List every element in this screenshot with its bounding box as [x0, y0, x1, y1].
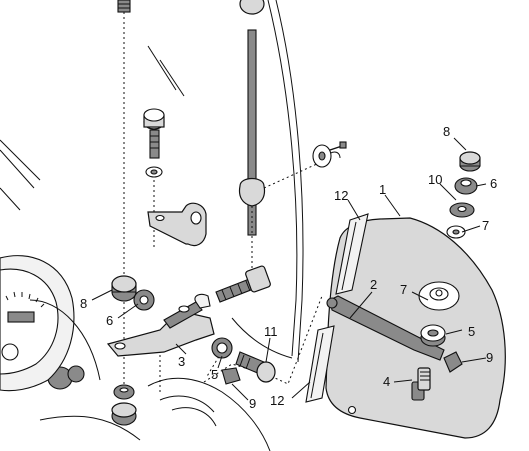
callout-3: 3	[178, 354, 185, 369]
l-bracket	[147, 202, 207, 247]
washer-10	[449, 202, 475, 218]
end-cap-9-center	[221, 367, 241, 385]
adjust-bolt	[215, 265, 271, 303]
washer-7-right	[446, 225, 466, 239]
callout-11: 11	[264, 324, 278, 339]
clamp-bracket	[106, 301, 215, 357]
callout-7-right: 7	[482, 218, 489, 233]
callout-12-lower: 12	[270, 393, 284, 408]
spacer-11	[235, 351, 276, 383]
end-cap-9	[443, 351, 463, 373]
trim-strip-lower	[305, 325, 335, 403]
nut-6-right	[454, 177, 478, 195]
bolt-4	[411, 367, 431, 401]
callout-4: 4	[383, 374, 390, 389]
top-bolt	[117, 0, 131, 13]
callout-6-left: 6	[106, 313, 113, 328]
callout-1: 1	[379, 182, 386, 197]
callout-6-right: 6	[490, 176, 497, 191]
callout-7-panel: 7	[400, 282, 407, 297]
stay-rod	[326, 295, 445, 361]
callout-9-right: 9	[486, 350, 493, 365]
callout-5-right: 5	[468, 324, 475, 339]
nut-6-left	[133, 289, 155, 311]
callout-10: 10	[428, 172, 442, 187]
callout-12-upper: 12	[334, 188, 348, 203]
center-bolt	[143, 108, 165, 178]
nut-5-panel	[420, 324, 446, 347]
panel-grommet	[418, 281, 460, 311]
nut-lower	[113, 384, 135, 400]
rod-washer	[312, 141, 347, 168]
cap-lower	[111, 402, 137, 426]
nut-5-center	[211, 337, 233, 359]
trim-strip-upper	[335, 213, 369, 295]
windscreen-edge	[231, 0, 304, 363]
callout-8-right: 8	[443, 124, 450, 139]
cap-8-left	[111, 275, 137, 302]
background-lines	[0, 45, 341, 451]
callout-5-center: 5	[211, 367, 218, 382]
leader-lines	[91, 137, 487, 401]
clip	[194, 293, 211, 309]
mounting-rod	[238, 0, 266, 236]
callout-2: 2	[370, 277, 377, 292]
speedometer	[0, 255, 75, 392]
callout-9-center: 9	[249, 396, 256, 411]
cap-8-right	[459, 151, 481, 172]
callout-8-left: 8	[80, 296, 87, 311]
speedo-ticks	[5, 291, 45, 308]
